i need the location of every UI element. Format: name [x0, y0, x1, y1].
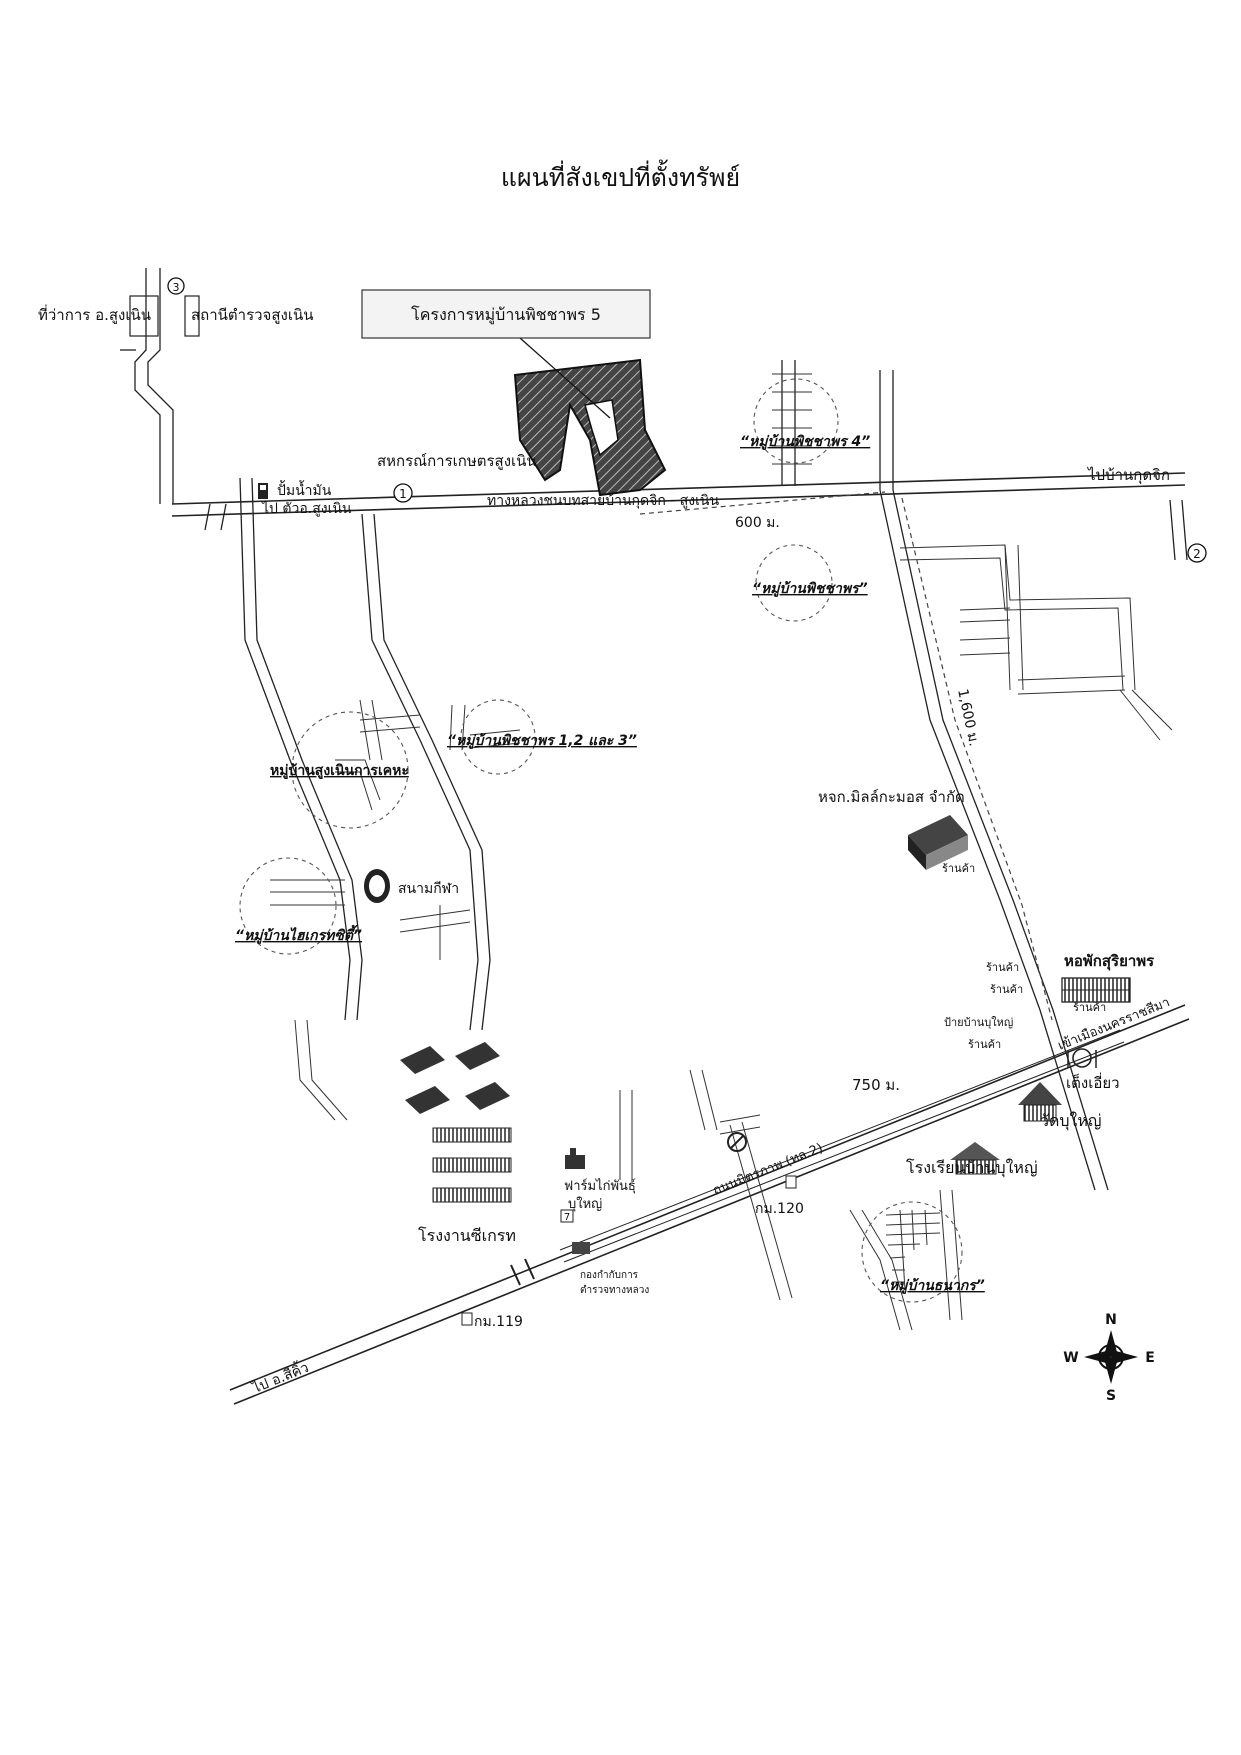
- chicken-farm-icon: [565, 1148, 585, 1169]
- km119-label: กม.119: [474, 1314, 523, 1330]
- village-pitchaporn4-label: “หมู่บ้านพิชชาพร 4”: [740, 434, 870, 450]
- project-site: [513, 337, 667, 497]
- km120-post-icon: [785, 1175, 797, 1189]
- km120-label: กม.120: [755, 1201, 804, 1217]
- highway-police-label-2: ตำรวจทางหลวง: [580, 1285, 649, 1296]
- compass-n: N: [1105, 1312, 1117, 1328]
- prohibited-sign-icon: [727, 1132, 747, 1152]
- police-station-label: สถานีตำรวจสูงเนิน: [191, 306, 313, 324]
- svg-text:2: 2: [1193, 547, 1201, 561]
- village-pitchaporn123-label: “หมู่บ้านพิชชาพร 1,2 และ 3”: [447, 733, 637, 749]
- to-town-label: ไป ตัวอ.สูงเนิน: [261, 500, 352, 517]
- police-station-building: [184, 295, 200, 337]
- page-title: แผนที่สังเขปที่ตั้งทรัพย์: [500, 163, 741, 192]
- village-circle-thanakorn: [861, 1201, 963, 1303]
- temple-label: วัดบุใหญ่: [1040, 1111, 1102, 1131]
- chicken-farm-label: ฟาร์มไก่พันธุ์: [564, 1178, 636, 1194]
- project-callout-label: โครงการหมู่บ้านพิชชาพร 5: [411, 305, 601, 325]
- shop-label-3: ร้านค้า: [990, 983, 1023, 996]
- village-circle-pitchaporn: [755, 544, 833, 622]
- dorm-building-icon: [1061, 977, 1131, 1003]
- company-label: หจก.มิลล์กะมอส จำกัด: [818, 788, 965, 806]
- factory-label: โรงงานซีเกรท: [418, 1226, 516, 1245]
- village-thanakorn-label: “หมู่บ้านธนากร”: [880, 1278, 985, 1294]
- compass-rose-icon: N S E W: [1063, 1312, 1155, 1404]
- temple-icon: [1018, 1082, 1062, 1122]
- svg-text:1: 1: [399, 487, 407, 501]
- factory-warehouses: [400, 1042, 512, 1203]
- school-label: โรงเรียนบ้านบุใหญ่: [906, 1158, 1038, 1178]
- shop-label-1: ร้านค้า: [942, 862, 975, 875]
- distance-750-label: 750 ม.: [852, 1076, 900, 1094]
- to-kudjik-label: ไปบ้านกุดจิก: [1087, 466, 1170, 485]
- dorm-label: หอพักสุริยาพร: [1064, 952, 1155, 971]
- marker-2: 2: [1187, 543, 1207, 563]
- village-housing-label: หมู่บ้านสูงเนินการเคหะ: [270, 763, 409, 779]
- school-icon: [950, 1142, 1000, 1175]
- km119-post-icon: [461, 1312, 473, 1326]
- highway-label: ทางหลวงชนบทสายบ้านกุดจิก - สูงเนิน: [487, 493, 719, 509]
- marker-3: 3: [167, 277, 185, 295]
- shop-label-4: ร้านค้า: [1073, 1001, 1106, 1014]
- convenience-store-icon: 7: [560, 1209, 574, 1223]
- village-pitchaporn-label: “หมู่บ้านพิชชาพร”: [752, 581, 868, 597]
- to-sikhio-label: ไป อ.สีคิ้ว: [248, 1357, 311, 1397]
- compass-w: W: [1063, 1350, 1078, 1366]
- distance-1600-label: 1,600 ม.: [954, 688, 982, 748]
- highway-police-icon: [572, 1242, 590, 1254]
- village-circle-housing: [291, 711, 409, 829]
- teng-iew-label: เต็งเอี่ยว: [1066, 1072, 1120, 1092]
- compass-e: E: [1145, 1350, 1155, 1366]
- district-office-label: ที่ว่าการ อ.สูงเนิน: [38, 304, 151, 324]
- compass-s: S: [1106, 1388, 1116, 1404]
- mittraphap-label: ถนนมิตรภาพ (ทล.2): [711, 1141, 825, 1199]
- distance-600-label: 600 ม.: [735, 515, 780, 531]
- chicken-farm-label-2: บุใหญ่: [568, 1196, 602, 1212]
- restaurant-icon: [1067, 1048, 1097, 1068]
- stadium-icon: [364, 869, 390, 903]
- shop-label-2: ร้านค้า: [986, 961, 1019, 974]
- bridge-icon: [510, 1258, 535, 1286]
- district-office-building: [129, 295, 159, 337]
- coop-label: สหกรณ์การเกษตรสูงเนิน: [377, 452, 537, 470]
- village-circle-pitchaporn123: [460, 699, 536, 775]
- marker-1: 1: [393, 483, 413, 503]
- project-callout-box: [361, 289, 651, 339]
- highway-police-label: กองกำกับการ: [580, 1270, 639, 1281]
- stadium-label: สนามกีฬา: [398, 881, 459, 897]
- bus-stop-label: ป้ายบ้านบุใหญ่: [944, 1016, 1013, 1029]
- village-circle-pitchaporn4: [753, 378, 839, 464]
- thanakorn-houses: [885, 1209, 941, 1291]
- svg-text:7: 7: [564, 1212, 570, 1223]
- gas-station-icon: [258, 483, 268, 499]
- village-high-grade-label: “หมู่บ้านไฮเกรทซิตี้”: [235, 924, 362, 944]
- village-circle-high-grade: [239, 857, 337, 955]
- shop-label-5: ร้านค้า: [968, 1038, 1001, 1051]
- gas-station-label: ปั้มน้ำมัน: [277, 480, 332, 499]
- warehouse-icon: [908, 815, 968, 870]
- road-network: [120, 268, 1190, 1405]
- svg-text:3: 3: [173, 281, 180, 294]
